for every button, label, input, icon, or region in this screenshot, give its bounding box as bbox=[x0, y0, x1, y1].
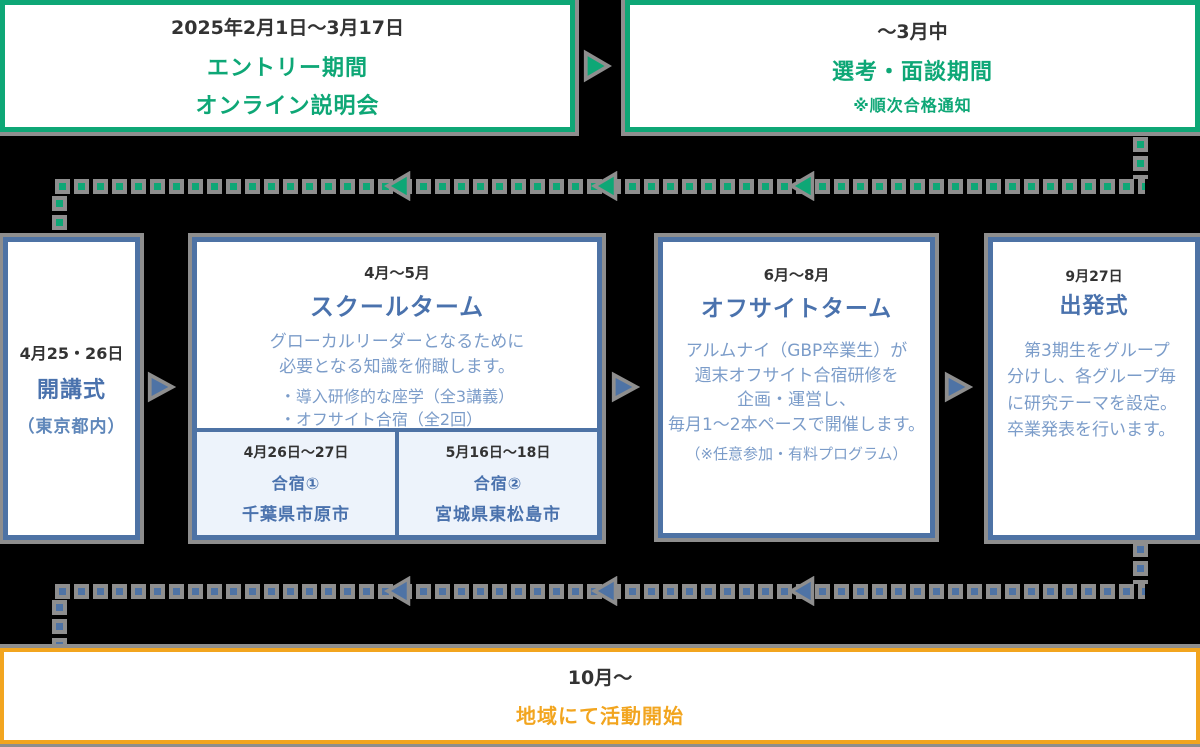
offsite-term-description-line: 週末オフサイト合宿研修を bbox=[694, 365, 899, 386]
connector-down-from-selection bbox=[1133, 137, 1148, 179]
region-start-title: 地域にて活動開始 bbox=[516, 704, 684, 728]
offsite-term-date: 6月〜8月 bbox=[763, 266, 830, 284]
arrow-right-icon bbox=[610, 370, 641, 404]
kickoff-box: 4月25・26日 開講式 （東京都内） bbox=[3, 237, 140, 540]
offsite-term-description-line: 企画・運営し、 bbox=[737, 390, 856, 411]
selection-period-note: ※順次合格通知 bbox=[853, 95, 972, 115]
region-start-date: 10月〜 bbox=[567, 667, 633, 689]
camp-1-cell: 4月26日〜27日 合宿① 千葉県市原市 bbox=[197, 432, 395, 535]
arrow-right-icon bbox=[582, 48, 612, 84]
connector-down-to-kickoff bbox=[52, 196, 67, 236]
entry-period-subtitle: オンライン説明会 bbox=[195, 93, 380, 119]
entry-period-title: エントリー期間 bbox=[206, 55, 368, 81]
arrow-left-icon bbox=[788, 575, 816, 607]
arrow-left-icon bbox=[384, 575, 412, 607]
departure-box: 9月27日 出発式 第3期生をグループ分けし、各グループ毎に研究テーマを設定。卒… bbox=[988, 237, 1200, 540]
camp-2-title: 合宿② bbox=[473, 474, 523, 493]
arrow-right-icon bbox=[146, 370, 177, 404]
arrow-right-icon bbox=[943, 370, 974, 404]
selection-period-date: 〜3月中 bbox=[877, 20, 948, 43]
school-term-bullet: ・導入研修的な座学（全3講義） bbox=[279, 387, 515, 407]
school-term-box: 4月〜5月 スクールターム グローカルリーダーとなるために 必要となる知識を俯瞰… bbox=[192, 237, 602, 540]
arrow-left-icon bbox=[591, 170, 619, 202]
arrow-left-icon bbox=[591, 575, 619, 607]
offsite-term-description-line: アルムナイ（GBP卒業生）が bbox=[685, 341, 908, 361]
entry-period-date: 2025年2月1日〜3月17日 bbox=[171, 16, 404, 39]
camp-1-title: 合宿① bbox=[271, 474, 321, 493]
camp-2-location: 宮城県東松島市 bbox=[435, 505, 561, 525]
entry-period-box: 2025年2月1日〜3月17日 エントリー期間 オンライン説明会 bbox=[0, 0, 575, 132]
departure-title: 出発式 bbox=[1059, 294, 1129, 319]
offsite-term-title: オフサイトターム bbox=[700, 296, 893, 322]
camp-1-location: 千葉県市原市 bbox=[242, 505, 350, 525]
camp-2-cell: 5月16日〜18日 合宿② 宮城県東松島市 bbox=[395, 432, 597, 535]
camp-1-date: 4月26日〜27日 bbox=[243, 445, 349, 461]
offsite-term-box: 6月〜8月 オフサイトターム アルムナイ（GBP卒業生）が 週末オフサイト合宿研… bbox=[658, 237, 935, 538]
connector-down-from-departure bbox=[1133, 542, 1148, 584]
camp-2-date: 5月16日〜18日 bbox=[445, 445, 551, 461]
arrow-left-icon bbox=[384, 170, 412, 202]
region-start-box: 10月〜 地域にて活動開始 bbox=[0, 648, 1200, 744]
camp-sub-row: 4月26日〜27日 合宿① 千葉県市原市 5月16日〜18日 合宿② 宮城県東松… bbox=[197, 428, 597, 535]
kickoff-date: 4月25・26日 bbox=[19, 344, 124, 363]
departure-date: 9月27日 bbox=[1065, 269, 1123, 285]
school-term-title: スクールターム bbox=[309, 293, 485, 321]
school-term-description-line: グローカルリーダーとなるために bbox=[269, 332, 525, 352]
kickoff-title: 開講式 bbox=[36, 378, 106, 403]
school-term-date: 4月〜5月 bbox=[364, 264, 430, 282]
selection-period-box: 〜3月中 選考・面談期間 ※順次合格通知 bbox=[625, 0, 1200, 132]
offsite-term-description-line: 毎月1〜2本ペースで開催します。 bbox=[667, 414, 926, 435]
arrow-left-icon bbox=[788, 170, 816, 202]
selection-period-title: 選考・面談期間 bbox=[831, 59, 993, 85]
departure-description: 第3期生をグループ分けし、各グループ毎に研究テーマを設定。卒業発表を行います。 bbox=[1007, 341, 1177, 441]
connector-down-to-region-start bbox=[52, 600, 67, 646]
kickoff-subtitle: （東京都内） bbox=[17, 417, 126, 437]
school-term-description-line: 必要となる知識を俯瞰します。 bbox=[279, 356, 515, 377]
school-term-bullet: ・オフサイト合宿（全2回） bbox=[279, 410, 483, 430]
offsite-term-note: （※任意参加・有料プログラム） bbox=[685, 444, 908, 463]
